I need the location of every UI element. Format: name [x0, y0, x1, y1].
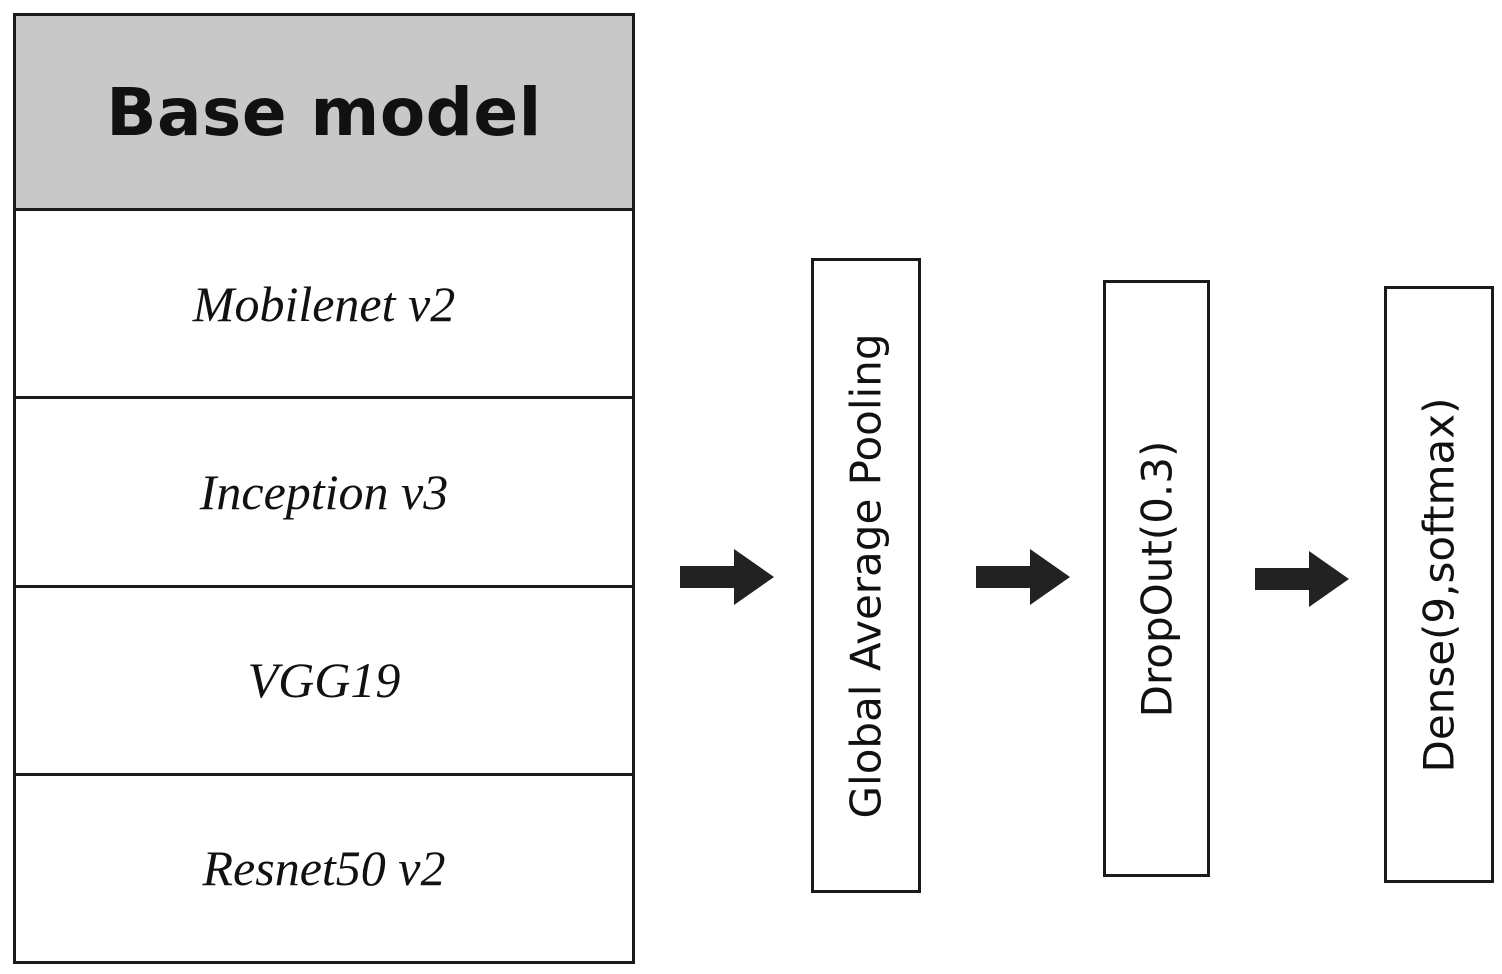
layer-label: DropOut(0.3)	[1132, 440, 1181, 717]
model-row-inception: Inception v3	[16, 399, 632, 588]
flow-arrow-icon	[680, 549, 774, 605]
model-label: Inception v3	[199, 463, 449, 520]
base-model-table: Base model Mobilenet v2 Inception v3 VGG…	[13, 13, 635, 964]
model-label: Resnet50 v2	[202, 840, 446, 897]
flow-arrow-icon	[976, 549, 1070, 605]
model-row-resnet: Resnet50 v2	[16, 776, 632, 961]
layer-label: Dense(9,softmax)	[1414, 397, 1464, 772]
base-model-header: Base model	[16, 16, 632, 211]
layer-dropout: DropOut(0.3)	[1103, 280, 1210, 877]
flow-arrow-icon	[1255, 551, 1349, 607]
model-row-mobilenet: Mobilenet v2	[16, 211, 632, 400]
layer-label: Global Average Pooling	[841, 333, 891, 818]
model-label: VGG19	[247, 652, 401, 709]
layer-dense: Dense(9,softmax)	[1384, 286, 1494, 883]
model-label: Mobilenet v2	[192, 275, 456, 332]
layer-global-average-pooling: Global Average Pooling	[811, 258, 921, 893]
model-row-vgg: VGG19	[16, 588, 632, 776]
base-model-title: Base model	[106, 73, 542, 151]
